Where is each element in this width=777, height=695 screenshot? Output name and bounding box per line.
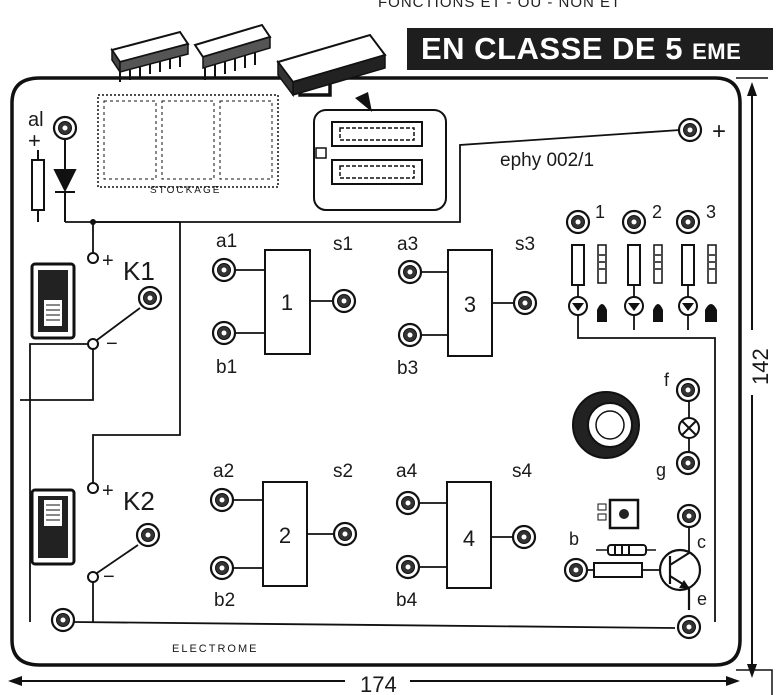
- transistor-c-label: c: [697, 532, 706, 552]
- lamp-symbol: [678, 417, 700, 439]
- gate-1-number: 1: [281, 290, 293, 315]
- ic-sockets: [313, 109, 447, 211]
- gate-3-input-a-jack[interactable]: [397, 259, 423, 285]
- resistor-small: [596, 544, 656, 556]
- gate-1-s-label: s1: [333, 234, 353, 255]
- board-outline: [10, 76, 742, 667]
- gate-1-input-b-jack[interactable]: [211, 320, 237, 346]
- lamp-g-label: g: [656, 460, 666, 480]
- gate-4: [395, 481, 537, 589]
- power-in-plus: +: [28, 128, 41, 153]
- gate-2-output-jack[interactable]: [332, 521, 358, 547]
- board-ref: ephy 002/1: [500, 150, 594, 171]
- led-1-label: 1: [595, 202, 605, 222]
- switch-k2[interactable]: [30, 488, 76, 566]
- gate-1-input-a-jack[interactable]: [211, 257, 237, 283]
- gate-3-output-jack[interactable]: [512, 290, 538, 316]
- led-indicator-2: [621, 209, 663, 330]
- gate-3-input-b-jack[interactable]: [397, 322, 423, 348]
- k2-label: K2: [123, 486, 155, 516]
- led-indicator-3: [675, 209, 717, 330]
- gate-1-a-label: a1: [216, 231, 237, 252]
- lamp-f-label: f: [664, 370, 670, 390]
- gate-2-number: 2: [279, 523, 291, 548]
- k2-minus: −: [103, 566, 115, 588]
- gate-3-s-label: s3: [515, 234, 535, 255]
- gate-1: [211, 249, 357, 355]
- gate-4-a-label: a4: [396, 461, 418, 482]
- base-resistor: [593, 562, 643, 578]
- dimension-width: [8, 676, 740, 686]
- gate-2-a-label: a2: [213, 461, 234, 482]
- board-brand: ELECTROME: [172, 643, 258, 655]
- led-indicator-1: [565, 209, 607, 330]
- transistor-emitter-jack[interactable]: [676, 614, 702, 640]
- input-diode: [53, 140, 77, 222]
- transistor-b-label: b: [569, 529, 579, 549]
- k2-output-jack[interactable]: [135, 522, 161, 548]
- lamp-f-jack[interactable]: [675, 377, 701, 403]
- k1-label: K1: [123, 256, 155, 286]
- power-in-jack[interactable]: [52, 115, 78, 141]
- k1-output-jack[interactable]: [137, 285, 163, 311]
- plus-terminal-label: +: [712, 118, 726, 145]
- header-title-suffix: EME: [692, 39, 742, 64]
- header-title: EN CLASSE DE 5: [421, 31, 683, 66]
- potentiometer: [597, 498, 640, 530]
- k2-plus: +: [102, 480, 114, 502]
- ic-chip-1: [110, 30, 190, 82]
- led-3-jack[interactable]: [675, 209, 701, 235]
- storage-zone: [97, 94, 279, 188]
- gate-4-s-label: s4: [512, 461, 533, 482]
- input-capacitor: [31, 150, 45, 222]
- gate-2: [209, 481, 358, 587]
- gate-2-input-b-jack[interactable]: [209, 555, 235, 581]
- transistor-collector-jack[interactable]: [676, 503, 702, 529]
- gate-1-b-label: b1: [216, 357, 237, 378]
- header-title-banner: EN CLASSE DE 5 EME: [407, 28, 773, 70]
- gate-3: [397, 249, 538, 357]
- gate-4-output-jack[interactable]: [511, 524, 537, 550]
- gate-4-b-label: b4: [396, 590, 418, 611]
- power-in-label: al: [28, 109, 44, 131]
- gate-3-a-label: a3: [397, 234, 418, 255]
- lamp-g-jack[interactable]: [675, 450, 701, 476]
- k1-minus: −: [106, 333, 118, 355]
- storage-label: STOCKAGE: [150, 185, 221, 196]
- transistor-symbol: [658, 548, 702, 610]
- gate-2-s-label: s2: [333, 461, 353, 482]
- gate-2-b-label: b2: [214, 590, 235, 611]
- plus-terminal-jack[interactable]: [677, 117, 703, 143]
- dimension-height: [736, 77, 773, 695]
- k1-plus: +: [102, 250, 114, 272]
- ic-chip-3: [276, 33, 387, 98]
- gate-4-input-a-jack[interactable]: [395, 490, 421, 516]
- gate-4-input-b-jack[interactable]: [395, 554, 421, 580]
- gate-4-number: 4: [463, 526, 475, 551]
- transistor-e-label: e: [697, 589, 707, 609]
- dimension-width-label: 174: [360, 672, 397, 695]
- gate-1-output-jack[interactable]: [331, 288, 357, 314]
- gate-3-b-label: b3: [397, 358, 418, 379]
- switch-k1[interactable]: [30, 262, 76, 340]
- led-1-jack[interactable]: [565, 209, 591, 235]
- led-3-label: 3: [706, 202, 716, 222]
- transistor-base-jack[interactable]: [563, 557, 589, 583]
- gate-3-number: 3: [464, 292, 476, 317]
- lamp-socket: [572, 391, 640, 459]
- ground-jack[interactable]: [50, 607, 76, 633]
- led-2-jack[interactable]: [621, 209, 647, 235]
- insert-arrow: [355, 92, 372, 112]
- header-subtitle: FONCTIONS ET - OU - NON ET: [378, 0, 622, 11]
- ic-chip-2: [193, 23, 272, 80]
- dimension-height-label: 142: [748, 348, 773, 385]
- gate-2-input-a-jack[interactable]: [209, 487, 235, 513]
- led-2-label: 2: [652, 202, 662, 222]
